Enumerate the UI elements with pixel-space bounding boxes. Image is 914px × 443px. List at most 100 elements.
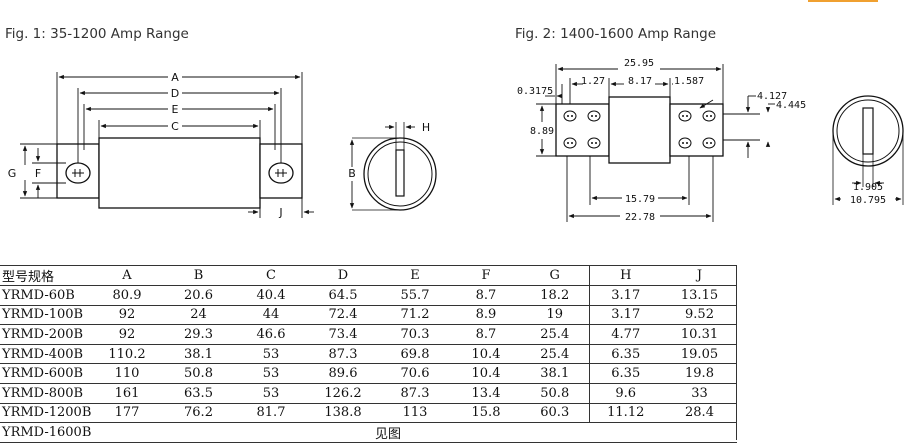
header-b: B (162, 265, 235, 286)
label-a: A (171, 71, 179, 84)
fuse-drawings: A D E C G F J H B (8, 58, 904, 223)
cell: 13.15 (662, 285, 737, 306)
cell: 64.5 (307, 285, 379, 306)
cell: YRMD-200B (0, 324, 92, 345)
cell: 13.4 (451, 383, 521, 404)
cell: 3.17 (588, 305, 662, 326)
cell: 6.35 (588, 363, 662, 384)
accent-bar (808, 0, 878, 2)
cell: 18.2 (521, 285, 589, 306)
cell: 177 (92, 403, 162, 424)
cell: 110.2 (92, 344, 162, 365)
cell: 71.2 (379, 305, 451, 326)
fig1-dimension-labels: A D E C G F J H B (8, 71, 430, 219)
cell: 28.4 (662, 403, 737, 424)
dim-4-445: 4.445 (776, 100, 806, 111)
cell: 87.3 (307, 344, 379, 365)
cell: 8.7 (451, 324, 521, 345)
header-g: G (521, 265, 589, 286)
cell: 33 (662, 383, 737, 404)
dim-1-905: 1.905 (853, 182, 883, 193)
cell: 53 (235, 383, 307, 404)
table-row: YRMD-100B 92 24 44 72.4 71.2 8.9 19 3.17… (0, 305, 737, 326)
cell: 63.5 (162, 383, 235, 404)
header-j: J (662, 265, 737, 286)
header-h: H (588, 265, 662, 286)
table-row: YRMD-1200B 177 76.2 81.7 138.8 113 15.8 … (0, 403, 737, 424)
cell: 50.8 (162, 363, 235, 384)
label-j: J (278, 206, 282, 219)
dim-22-78: 22.78 (625, 212, 655, 223)
header-e: E (379, 265, 451, 286)
cell: 46.6 (235, 324, 307, 345)
cell: 24 (162, 305, 235, 326)
cell: 11.12 (588, 403, 662, 424)
label-c: C (171, 120, 179, 133)
label-f: F (35, 167, 41, 180)
label-e: E (172, 103, 179, 116)
fig2-title: Fig. 2: 1400-1600 Amp Range (515, 26, 717, 42)
cell: 72.4 (307, 305, 379, 326)
cell: 10.31 (662, 324, 737, 345)
table-row: YRMD-800B 161 63.5 53 126.2 87.3 13.4 50… (0, 383, 737, 404)
fig1-fuse-side-view (56, 137, 303, 209)
fig1-fuse-end-view (349, 122, 437, 211)
cell: 89.6 (307, 363, 379, 384)
dim-25-95: 25.95 (624, 58, 654, 69)
cell: YRMD-800B (0, 383, 92, 404)
cell: 9.6 (588, 383, 662, 404)
table-header-row: 型号规格 A B C D E F G H J (0, 265, 737, 286)
cell: 92 (92, 305, 162, 326)
fig1-dimension-lines (20, 72, 314, 218)
cell: 87.3 (379, 383, 451, 404)
cell: 9.52 (662, 305, 737, 326)
header-c: C (235, 265, 307, 286)
cell: 20.6 (162, 285, 235, 306)
label-g: G (8, 167, 17, 180)
dim-8-89: 8.89 (530, 126, 554, 137)
cell: 40.4 (235, 285, 307, 306)
cell: 15.8 (451, 403, 521, 424)
cell: 19 (521, 305, 589, 326)
cell: 3.17 (588, 285, 662, 306)
cell: YRMD-1200B (0, 403, 92, 424)
cell: 50.8 (521, 383, 589, 404)
header-a: A (92, 265, 162, 286)
header-d: D (307, 265, 379, 286)
fig2-fuse-end-view (832, 95, 904, 205)
label-d: D (171, 87, 179, 100)
cell: 38.1 (521, 363, 589, 384)
cell: 69.8 (379, 344, 451, 365)
spec-table: 型号规格 A B C D E F G H J YRMD-60B 80.9 20.… (0, 265, 737, 443)
cell: 92 (92, 324, 162, 345)
cell: YRMD-400B (0, 344, 92, 365)
table-row: YRMD-60B 80.9 20.6 40.4 64.5 55.7 8.7 18… (0, 285, 737, 306)
label-h: H (422, 121, 430, 134)
dim-8-17: 8.17 (628, 76, 652, 87)
table-row: YRMD-200B 92 29.3 46.6 73.4 70.3 8.7 25.… (0, 324, 737, 345)
cell: 55.7 (379, 285, 451, 306)
cell: 53 (235, 344, 307, 365)
cell: 126.2 (307, 383, 379, 404)
cell: 8.7 (451, 285, 521, 306)
cell: 10.4 (451, 363, 521, 384)
cell: 29.3 (162, 324, 235, 345)
cell: 10.4 (451, 344, 521, 365)
label-b: B (348, 167, 356, 180)
cell: 53 (235, 363, 307, 384)
cell: 73.4 (307, 324, 379, 345)
fig2-dimension-lines (536, 64, 775, 222)
table-divider (736, 265, 737, 440)
fig2-fuse-side-view (555, 96, 724, 164)
dim-4-127: 4.127 (757, 91, 787, 102)
cell: 8.9 (451, 305, 521, 326)
table-row: YRMD-600B 110 50.8 53 89.6 70.6 10.4 38.… (0, 363, 737, 384)
cell: YRMD-600B (0, 363, 92, 384)
cell: 76.2 (162, 403, 235, 424)
table-row: YRMD-400B 110.2 38.1 53 87.3 69.8 10.4 2… (0, 344, 737, 365)
fig2-dimension-labels: 25.95 0.3175 1.27 8.17 1.587 4.127 4.445… (517, 58, 886, 223)
cell: 81.7 (235, 403, 307, 424)
dim-1-27: 1.27 (581, 76, 605, 87)
cell: 80.9 (92, 285, 162, 306)
cell: 4.77 (588, 324, 662, 345)
